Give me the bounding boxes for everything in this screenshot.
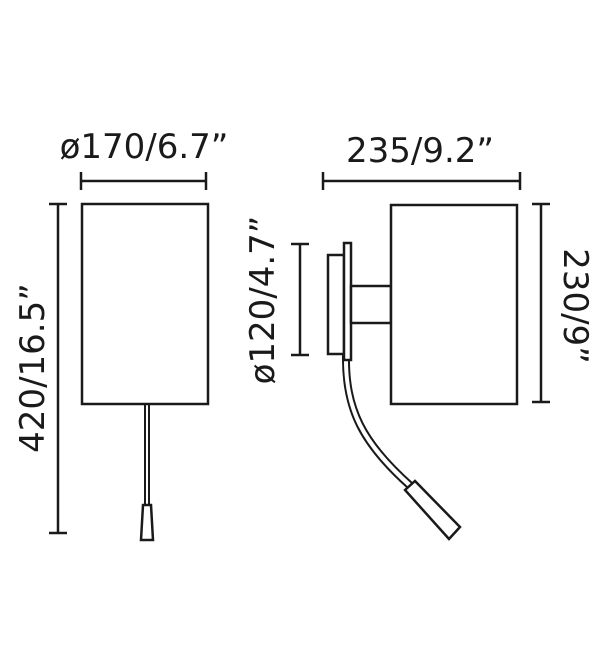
side-base-diameter-dimension-line <box>291 242 309 357</box>
side-lamp-shade <box>389 203 519 406</box>
front-width-dimension-line <box>79 172 208 190</box>
front-flexible-arm <box>144 404 150 505</box>
side-depth-dimension-line <box>321 172 522 190</box>
side-shade-height-dimension-line <box>532 202 550 404</box>
side-connector-arm <box>349 284 393 325</box>
side-view: 235/9.2” 230/9” ø120/4.7” <box>243 131 595 541</box>
side-depth-label: 235/9.2” <box>346 131 494 171</box>
side-flexible-arm <box>341 354 413 489</box>
front-height-label: 420/16.5” <box>13 283 53 453</box>
side-reading-light-head <box>403 479 462 541</box>
side-wall-base-plate <box>326 253 346 356</box>
front-view: ø170/6.7” 420/16.5” <box>13 127 229 542</box>
side-base-diameter-label: ø120/4.7” <box>243 216 283 385</box>
front-reading-light-head <box>139 503 155 542</box>
side-shade-height-label: 230/9” <box>555 248 595 364</box>
front-lamp-shade <box>80 202 210 406</box>
front-height-dimension-line <box>49 202 67 535</box>
front-width-label: ø170/6.7” <box>60 127 229 167</box>
